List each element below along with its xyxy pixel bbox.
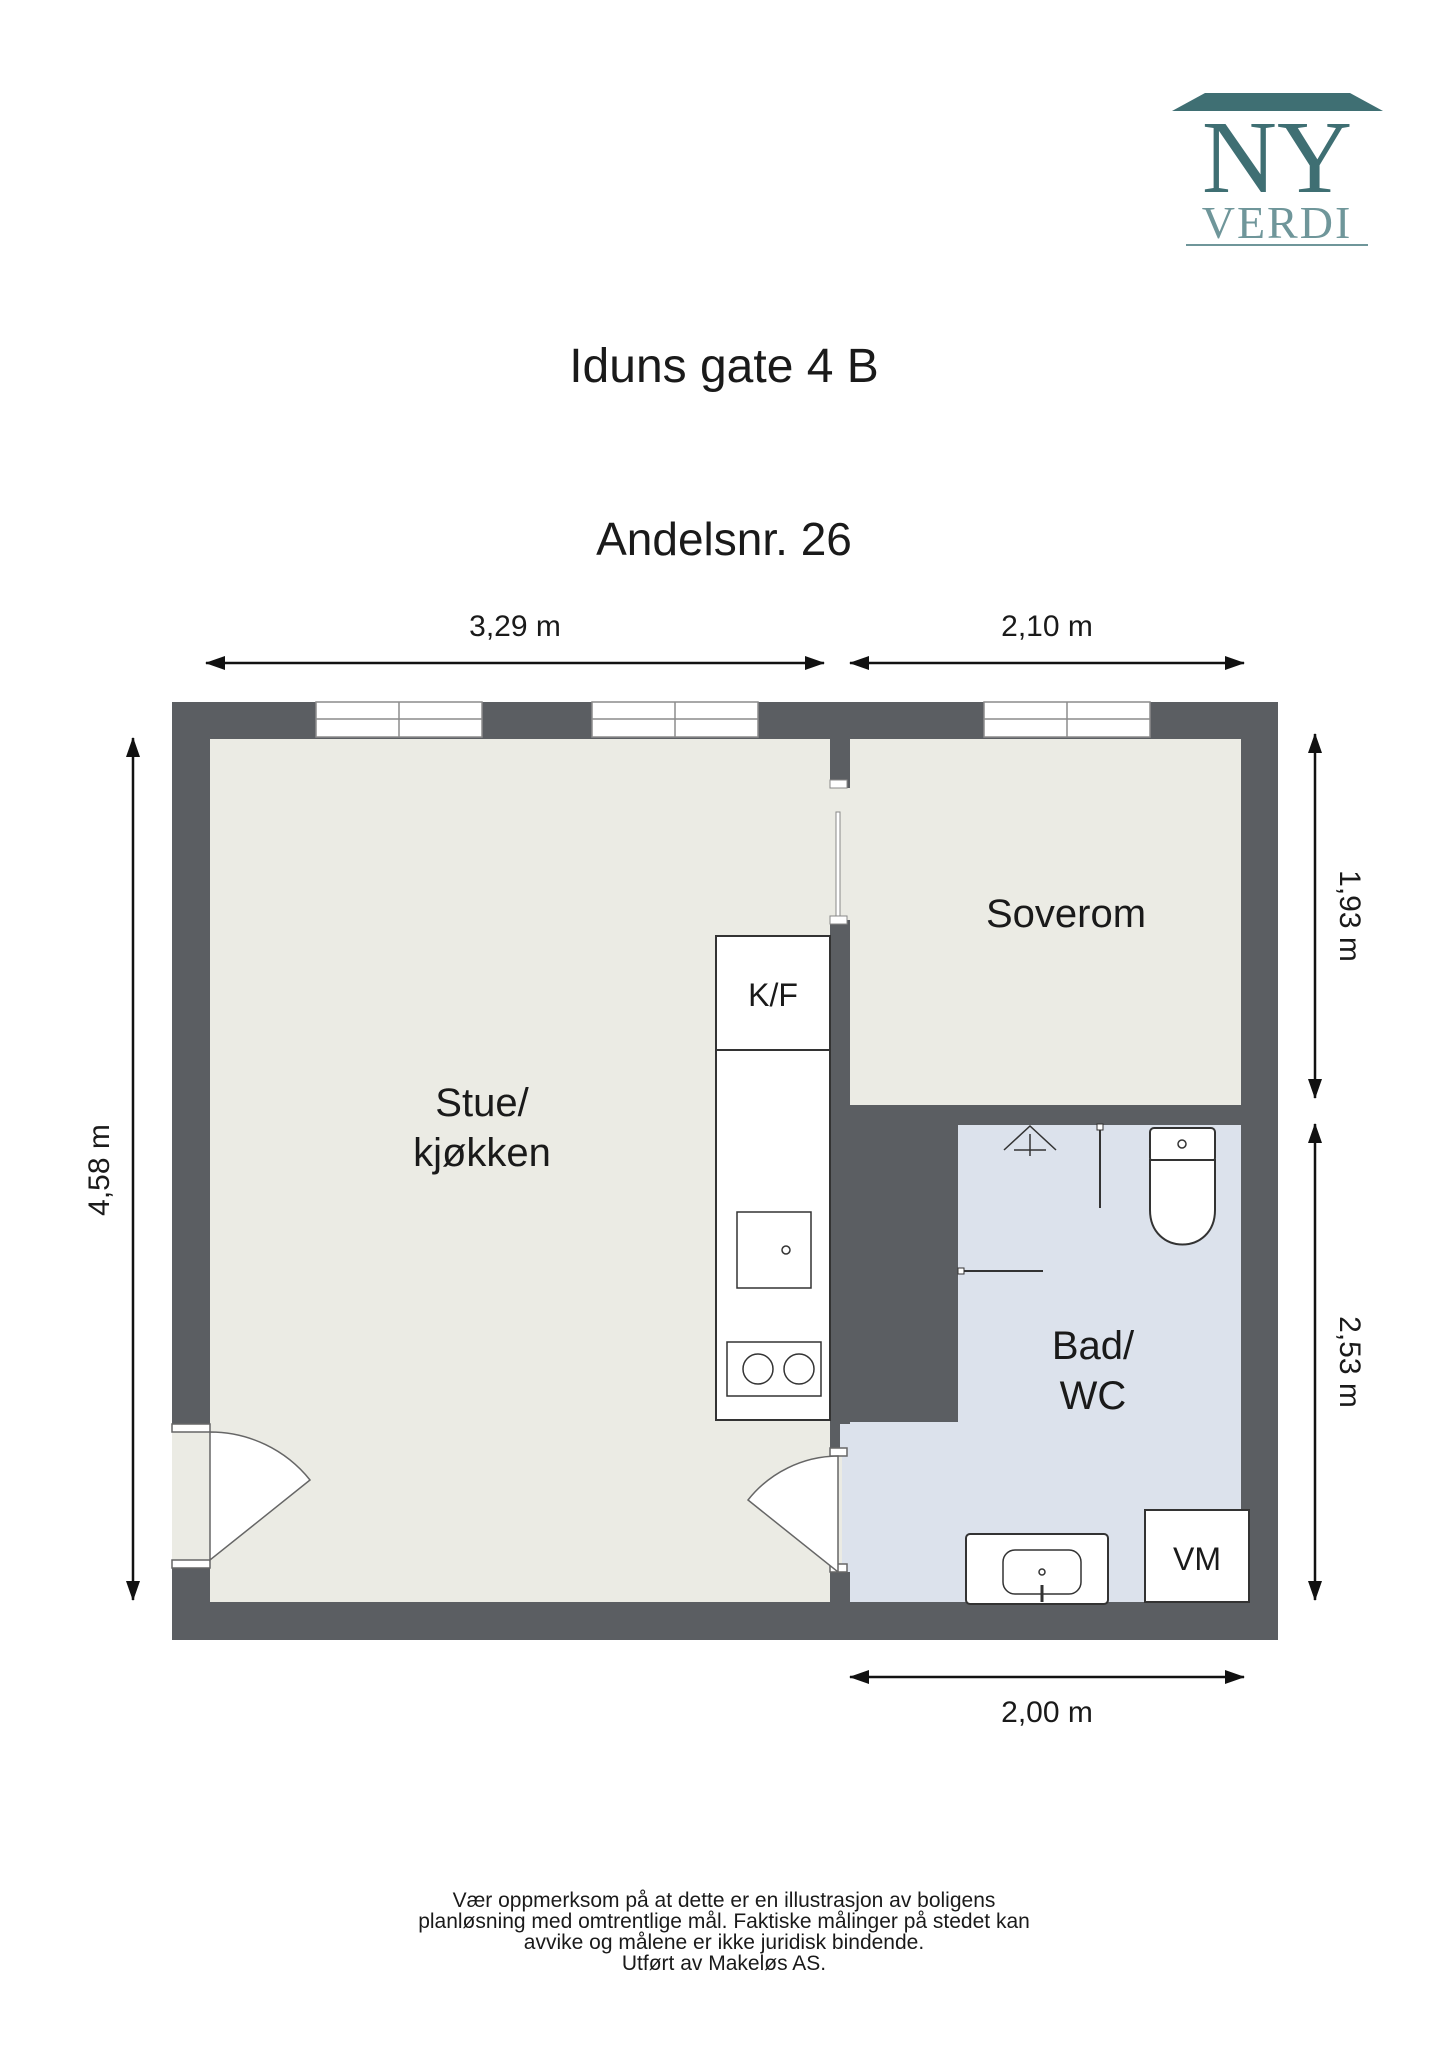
partition-wall-lower [830, 1572, 850, 1602]
shower-screen-joint [957, 1267, 965, 1275]
sink-drain-bath [1038, 1568, 1046, 1576]
counter-top [715, 935, 831, 1421]
door-jamb-upper [829, 779, 848, 789]
shower-head-icon [1003, 1124, 1057, 1156]
bathroom-label-1: Bad/ [1052, 1324, 1135, 1368]
disclaimer-line-2: planløsning med omtrentlige mål. Faktisk… [418, 1910, 1030, 1933]
living-room-label-1: Stue/ [435, 1081, 529, 1125]
shower [957, 1123, 1104, 1275]
entrance-jamb-top [171, 1423, 211, 1433]
bathroom-label-2: WC [1060, 1374, 1127, 1418]
ny-verdi-logo: NY VERDI [1172, 93, 1383, 248]
entrance-opening [172, 1432, 212, 1560]
shaft-block [850, 1125, 958, 1422]
logo-underline [1186, 244, 1368, 246]
shower-screen-end [1096, 1123, 1104, 1131]
sink-basin [736, 1211, 812, 1289]
window-3 [983, 701, 1151, 738]
entrance-door [171, 1423, 312, 1569]
burner-1 [742, 1353, 774, 1385]
address-title: Iduns gate 4 B [569, 340, 879, 393]
bath-door-swing [746, 1455, 839, 1574]
dim-bottom-label: 2,00 m [1001, 1696, 1093, 1729]
toilet-tank [1149, 1127, 1216, 1163]
dim-right-lower-label: 2,53 m [1333, 1316, 1366, 1408]
logo-roof [1172, 93, 1383, 111]
living-room-label-2: kjøkken [413, 1131, 551, 1175]
logo-line1: NY [1202, 100, 1352, 215]
disclaimer-line-3: avvike og målene er ikke juridisk binden… [523, 1931, 925, 1954]
fridge-label: K/F [748, 977, 798, 1013]
toilet-bowl [1149, 1159, 1216, 1246]
sink-drain [781, 1245, 791, 1255]
windows [315, 701, 1151, 738]
disclaimer: Vær oppmerksom på at dette er en illustr… [0, 1890, 1448, 1974]
bath-door-jamb-top [829, 1447, 848, 1457]
washer-label: VM [1173, 1541, 1221, 1577]
bedroom-floor [850, 739, 1241, 1105]
window-1 [315, 701, 483, 738]
entrance-jamb-bottom [171, 1559, 211, 1569]
entrance-door-swing [209, 1431, 312, 1562]
door-jamb-lower [829, 915, 848, 925]
sliding-door-panel [835, 811, 841, 917]
unit-title: Andelsnr. 26 [596, 513, 852, 565]
window-2 [591, 701, 759, 738]
dim-top-left-label: 3,29 m [469, 610, 561, 643]
dimension-lines [126, 656, 1322, 1684]
disclaimer-line-1: Vær oppmerksom på at dette er en illustr… [452, 1889, 996, 1912]
dim-left-label: 4,58 m [83, 1124, 116, 1216]
toilet-flush [1177, 1139, 1187, 1149]
logo-line2: VERDI [1202, 197, 1353, 248]
bedroom-label: Soverom [986, 892, 1146, 936]
burner-2 [783, 1353, 815, 1385]
bathroom-sink [965, 1533, 1109, 1605]
disclaimer-line-4: Utført av Makeløs AS. [621, 1952, 827, 1975]
dim-top-right-label: 2,10 m [1001, 610, 1093, 643]
washing-machine [1144, 1509, 1250, 1603]
dim-right-upper-label: 1,93 m [1333, 870, 1366, 962]
toilet [1149, 1127, 1216, 1246]
partition-wall-horizontal [850, 1105, 1241, 1125]
kitchen-counter [715, 935, 831, 1421]
bathroom-door [746, 1447, 848, 1574]
